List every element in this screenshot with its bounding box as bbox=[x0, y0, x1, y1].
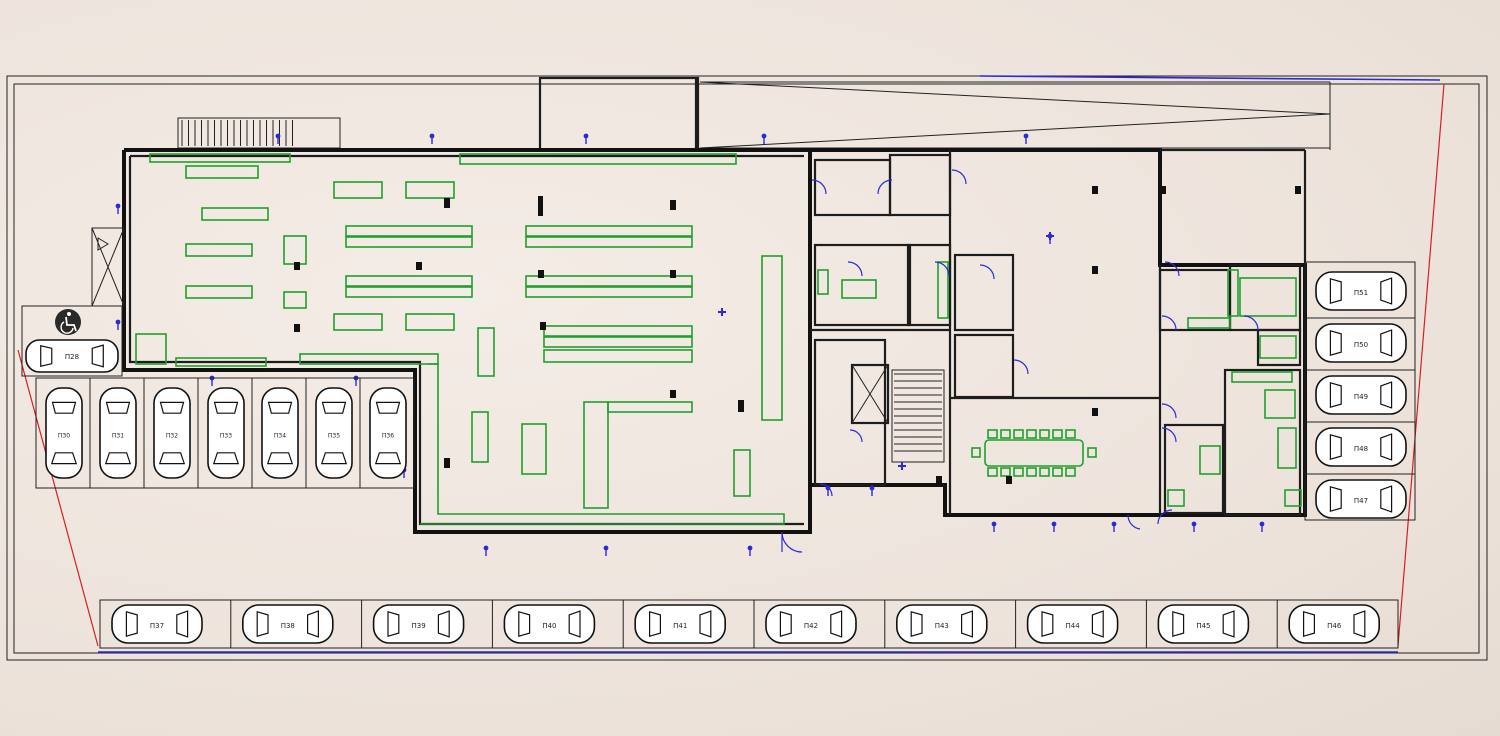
parking-space-label: П38 bbox=[281, 622, 295, 630]
parking-space-south-4: П40 bbox=[503, 604, 596, 644]
parking-space-south-5: П41 bbox=[634, 604, 727, 644]
parking-space-west-4: П33 bbox=[207, 387, 245, 479]
parking-space-south-7: П43 bbox=[895, 604, 988, 644]
retail-shelving bbox=[135, 153, 785, 525]
parking-space-south-9: П45 bbox=[1157, 604, 1250, 644]
parking-space-label: П37 bbox=[150, 622, 164, 630]
parking-space-label: П45 bbox=[1196, 622, 1210, 630]
parking-space-label: П44 bbox=[1066, 622, 1081, 630]
parking-space-label: П51 bbox=[1354, 289, 1368, 297]
parking-space-south-8: П44 bbox=[1026, 604, 1119, 644]
north-canopy bbox=[538, 76, 1331, 152]
parking-space-label: П35 bbox=[328, 433, 340, 440]
structural-columns bbox=[294, 186, 1301, 484]
parking-space-south-3: П39 bbox=[372, 604, 465, 644]
parking-space-south-10: П46 bbox=[1288, 604, 1380, 644]
parking-space-label: П33 bbox=[220, 433, 232, 440]
west-entrance bbox=[21, 227, 125, 377]
parking-space-east-2: П50 bbox=[1315, 323, 1407, 363]
parking-space-label: П49 bbox=[1354, 393, 1368, 401]
parking-space-label: П48 bbox=[1354, 445, 1368, 453]
parking-space-accessible: П28 bbox=[25, 339, 119, 373]
parking-space-label: П36 bbox=[382, 433, 394, 440]
parking-space-east-4: П48 bbox=[1315, 427, 1407, 467]
parking-space-east-5: П47 bbox=[1315, 479, 1407, 519]
door-swings bbox=[781, 169, 1259, 553]
east-parking-enclosure bbox=[1304, 261, 1416, 521]
parking-space-label: П42 bbox=[804, 622, 818, 630]
parking-space-west-5: П34 bbox=[261, 387, 299, 479]
office-furniture bbox=[817, 261, 1302, 507]
parking-space-west-7: П36 bbox=[369, 387, 407, 479]
wheelchair-icon bbox=[55, 309, 81, 335]
parking-space-east-1: П51 bbox=[1315, 271, 1407, 311]
service-block-walls bbox=[810, 148, 1307, 517]
parking-space-label: П41 bbox=[673, 622, 687, 630]
lift-stair-core bbox=[850, 363, 945, 463]
parking-space-south-6: П42 bbox=[765, 604, 857, 644]
parking-space-south-1: П37 bbox=[111, 604, 203, 644]
parking-space-label: П50 bbox=[1354, 341, 1368, 349]
parking-space-south-2: П38 bbox=[242, 604, 334, 644]
parking-space-label: П43 bbox=[935, 622, 949, 630]
parking-space-west-6: П35 bbox=[315, 387, 353, 479]
parking-space-label: П28 bbox=[65, 353, 79, 361]
parking-space-west-1: П30 bbox=[45, 387, 83, 479]
parking-space-label: П32 bbox=[166, 433, 178, 440]
parking-space-west-2: П31 bbox=[99, 387, 137, 479]
parking-space-label: П46 bbox=[1327, 622, 1342, 630]
conference-table bbox=[971, 429, 1097, 477]
downpipe-markers bbox=[115, 133, 1265, 556]
north-stair bbox=[177, 117, 341, 149]
parking-space-west-3: П32 bbox=[153, 387, 191, 479]
parking-space-label: П40 bbox=[542, 622, 556, 630]
parking-space-label: П47 bbox=[1354, 497, 1368, 505]
parking-space-label: П34 bbox=[274, 433, 286, 440]
parking-space-label: П39 bbox=[412, 622, 426, 630]
parking-space-label: П31 bbox=[112, 433, 124, 440]
parking-space-label: П30 bbox=[58, 433, 70, 440]
parking-space-east-3: П49 bbox=[1315, 375, 1407, 415]
